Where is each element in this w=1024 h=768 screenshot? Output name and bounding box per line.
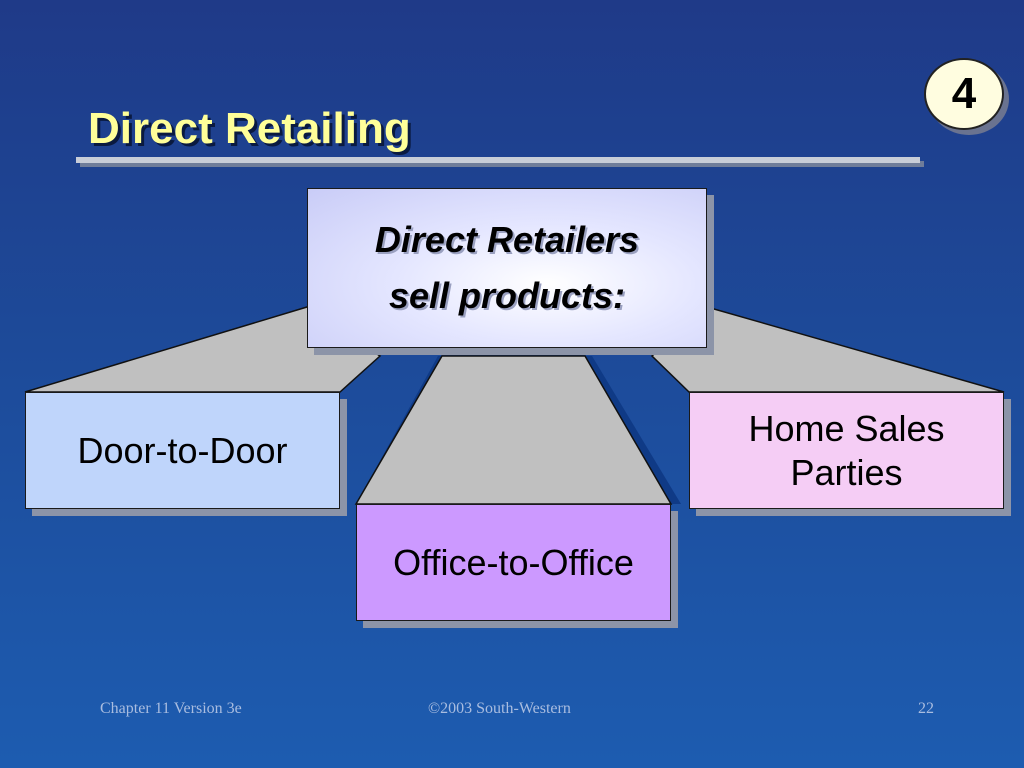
title-underline-shadow [80,161,924,167]
center-text-line1: Direct Retailers [374,219,640,260]
connector-middle [354,355,673,505]
footer-page-number: 22 [918,700,934,717]
center-text: Direct Retailers sell products: [375,212,639,324]
section-number-badge: 4 [924,58,1004,130]
method-label: Door-to-Door [77,429,287,473]
center-text-line2: sell products: [388,275,626,316]
method-label-line1: Office-to-Office [393,541,634,583]
method-label: Office-to-Office [393,541,634,585]
center-box: Direct Retailers sell products: [307,188,707,348]
section-number: 4 [951,69,977,118]
method-label-line2: Parties [790,451,903,493]
footer-chapter: Chapter 11 Version 3e [100,700,242,717]
method-box-door-to-door: Door-to-Door [25,392,340,509]
method-label-line1: Home Sales [748,407,945,449]
method-label: Home Sales Parties [748,407,944,495]
title-underline [76,157,920,163]
method-box-home-sales-parties: Home Sales Parties [689,392,1004,509]
slide-title: Direct Retailing [88,104,411,153]
method-box-office-to-office: Office-to-Office [356,504,671,621]
method-label-line1: Door-to-Door [77,429,288,471]
footer-copyright: ©2003 South-Western [428,700,571,717]
